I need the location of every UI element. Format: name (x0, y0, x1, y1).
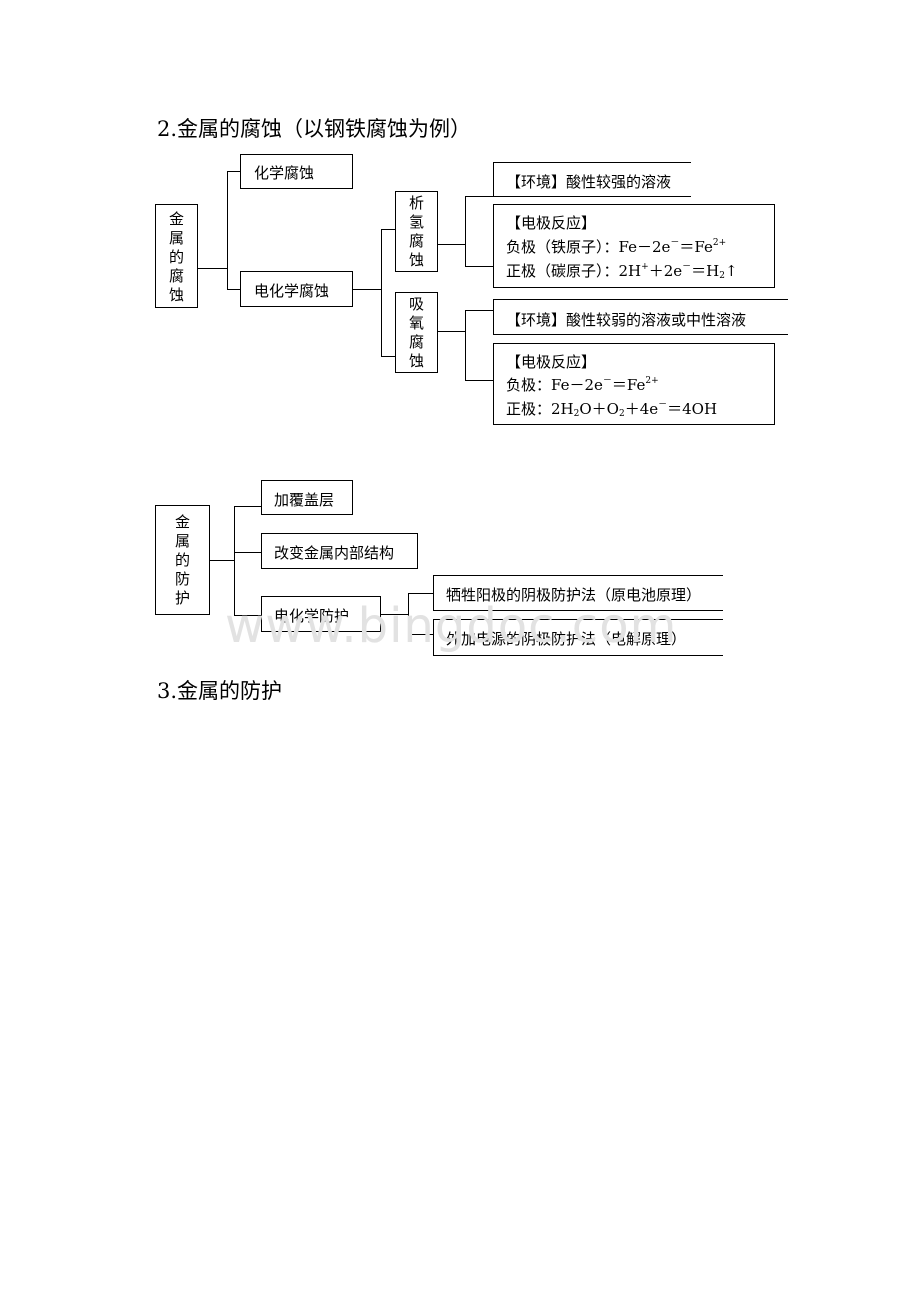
connector (465, 266, 493, 267)
sacrificial-anode-label: 牺牲阳极的阴极防护法（原电池原理） (446, 586, 702, 604)
connector (234, 615, 261, 616)
connector (381, 229, 395, 230)
watermark: www.bingdoc.com (225, 598, 678, 654)
section-3-heading: 3.金属的防护 (157, 679, 283, 703)
connector (408, 593, 433, 594)
hydrogen-corrosion-label: 析 氢 腐 蚀 (408, 194, 424, 269)
internal-structure-label: 改变金属内部结构 (274, 544, 395, 562)
hydrogen-reaction-title: 【电极反应】 (506, 214, 597, 232)
connector (465, 380, 493, 381)
connector (465, 310, 493, 311)
oxygen-environment-underline (493, 334, 788, 335)
oxygen-reaction-box: 【电极反应】 负极：Fe－2e－＝Fe2+ 正极：2H2O＋O2＋4e－＝4OH (493, 343, 775, 425)
internal-structure-box: 改变金属内部结构 (261, 533, 418, 569)
electrochemical-protection-label: 电化学防护 (274, 607, 350, 625)
coating-box: 加覆盖层 (261, 480, 353, 515)
connector (465, 310, 466, 380)
root-metal-protection-box: 金 属 的 防 护 (155, 505, 210, 615)
connector (353, 289, 381, 290)
impressed-current-label: 外加电源的阴极防护法（电解原理） (446, 630, 687, 648)
hydrogen-positive-electrode: 正极（碳原子）：2H+＋2e－＝H2↑ (506, 262, 738, 281)
oxygen-positive-electrode: 正极：2H2O＋O2＋4e－＝4OH (506, 400, 718, 419)
connector (227, 171, 240, 172)
impressed-current-box: 外加电源的阴极防护法（电解原理） (433, 619, 723, 656)
connector (381, 229, 382, 356)
oxygen-corrosion-box: 吸 氧 腐 蚀 (395, 292, 438, 373)
hydrogen-negative-electrode: 负极（铁原子）：Fe－2e－＝Fe2+ (506, 238, 727, 256)
sacrificial-anode-box: 牺牲阳极的阴极防护法（原电池原理） (433, 575, 723, 611)
connector (381, 614, 408, 615)
connector (210, 560, 234, 561)
connector (381, 356, 395, 357)
connector (465, 196, 466, 266)
connector (438, 331, 465, 332)
root-metal-corrosion-box: 金 属 的 腐 蚀 (155, 204, 198, 308)
chemical-corrosion-label: 化学腐蚀 (254, 164, 315, 182)
root-metal-protection-label: 金 属 的 防 护 (174, 513, 190, 607)
section-2-heading: 2.金属的腐蚀（以钢铁腐蚀为例） (157, 117, 472, 141)
oxygen-negative-electrode: 负极：Fe－2e－＝Fe2+ (506, 376, 659, 394)
connector (198, 268, 227, 269)
hydrogen-environment-text: 【环境】酸性较强的溶液 (506, 173, 672, 191)
oxygen-reaction-title: 【电极反应】 (506, 353, 597, 371)
hydrogen-corrosion-box: 析 氢 腐 蚀 (395, 191, 438, 272)
root-metal-corrosion-label: 金 属 的 腐 蚀 (168, 210, 184, 304)
hydrogen-reaction-box: 【电极反应】 负极（铁原子）：Fe－2e－＝Fe2+ 正极（碳原子）：2H+＋2… (493, 204, 775, 288)
connector (234, 506, 235, 615)
electrochemical-corrosion-label: 电化学腐蚀 (254, 282, 330, 300)
chemical-corrosion-box: 化学腐蚀 (240, 154, 353, 189)
connector (408, 593, 409, 634)
connector (234, 552, 261, 553)
connector (227, 289, 240, 290)
connector (438, 244, 465, 245)
connector (227, 171, 228, 289)
connector (465, 196, 493, 197)
oxygen-environment-text: 【环境】酸性较弱的溶液或中性溶液 (506, 311, 747, 329)
connector (408, 634, 433, 635)
oxygen-environment-box: 【环境】酸性较弱的溶液或中性溶液 (493, 299, 788, 335)
electrochemical-corrosion-box: 电化学腐蚀 (240, 271, 353, 307)
coating-label: 加覆盖层 (274, 491, 335, 509)
hydrogen-environment-underline (493, 196, 691, 197)
oxygen-corrosion-label: 吸 氧 腐 蚀 (408, 295, 424, 370)
connector (234, 506, 261, 507)
hydrogen-environment-box: 【环境】酸性较强的溶液 (493, 162, 691, 197)
electrochemical-protection-box: 电化学防护 (261, 596, 381, 632)
